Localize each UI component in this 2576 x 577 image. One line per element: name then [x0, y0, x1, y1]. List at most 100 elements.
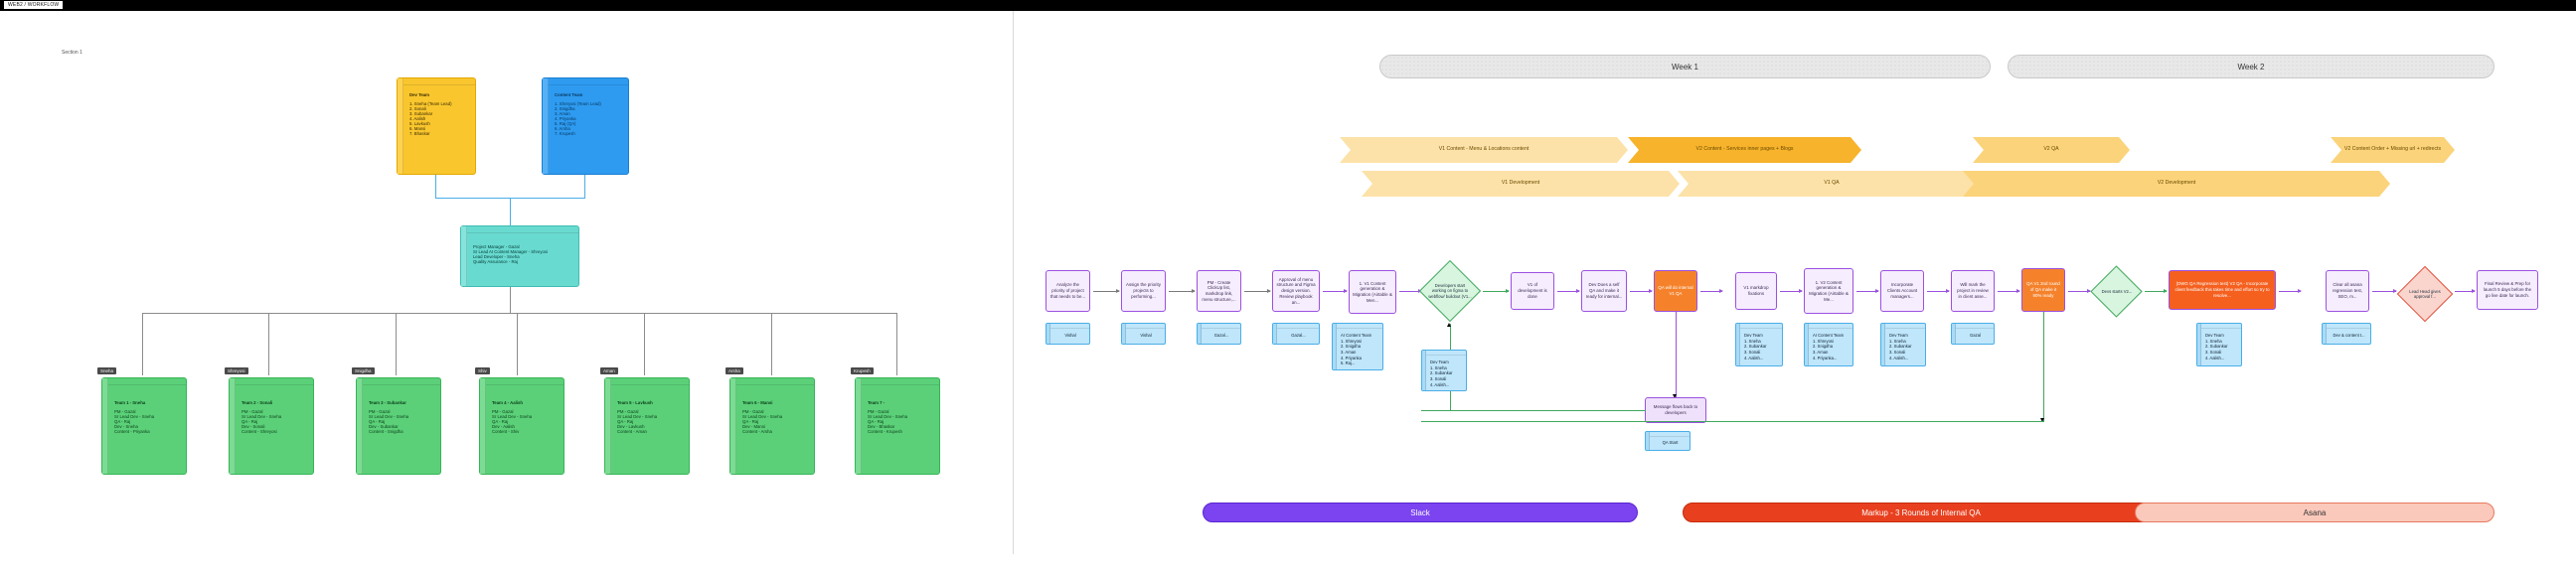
flow-arrow	[1244, 288, 1271, 293]
owner-card[interactable]: Gazal	[1951, 323, 1995, 345]
card-topline	[1050, 328, 1089, 329]
flow-node-message-back[interactable]: Message flows back to developers	[1645, 397, 1706, 423]
tool-pill-slack[interactable]: Slack	[1203, 503, 1638, 522]
week-1-bar[interactable]: Week 1	[1379, 55, 1991, 78]
owner-card[interactable]: Gazal...	[1272, 323, 1320, 345]
decision-dev-start[interactable]: Developers start working on figma to web…	[1418, 259, 1482, 323]
flow-node-final-review[interactable]: Final Review & Prep for launch 5 days be…	[2477, 270, 2538, 310]
team-title: Team 5 - Lavkush	[617, 400, 653, 405]
team-title: Team 2 - Sonali	[242, 400, 273, 405]
connector	[771, 313, 772, 375]
owner-card[interactable]: Vishal	[1046, 323, 1090, 345]
flow-node-v2-content-gen[interactable]: 1. V2 Content generation & Migration (Ai…	[1804, 268, 1853, 314]
flow-node-internal-v1-qa[interactable]: QA will do internal V1 QA	[1654, 270, 1697, 312]
flow-node-incorporate-clients[interactable]: Incorporate Clients Account managers...	[1880, 270, 1924, 312]
section-label: Section 1	[62, 50, 82, 56]
card-spine	[1422, 351, 1426, 390]
team-line: Dev - Sonali	[242, 424, 265, 429]
owner-line: 3. Sonali	[2205, 350, 2222, 356]
chevron-v1-development[interactable]: V1 Development	[1362, 171, 1680, 197]
pill-label: Asana	[2303, 507, 2327, 517]
team-line: Sr Lead Dev - Sneha	[114, 414, 155, 419]
chevron-label: V1 QA	[1824, 180, 1840, 187]
decision-label: Developers start working on figma to web…	[1428, 282, 1472, 299]
team-card[interactable]: Team 2 - Sonali PM - Gazal Sr Lead Dev -…	[229, 377, 314, 475]
flow-node-assign[interactable]: Assign the priority projects to performi…	[1121, 270, 1166, 312]
owner-card[interactable]: Dev Team 1. Sneha 2. Subankar 3. Sonali …	[2196, 323, 2242, 366]
team-card[interactable]: Team 6 - Mansi PM - Gazal Sr Lead Dev - …	[729, 377, 815, 475]
owner-label: QA Start	[1662, 440, 1679, 446]
owner-title: AI Content Team	[1341, 333, 1372, 338]
node-label: QA V1 2nd round of QA make it 90% ready	[2026, 281, 2060, 298]
team-line: PM - Gazal	[114, 409, 136, 414]
flow-node-analyze[interactable]: Analyze the priority of project that nee…	[1046, 270, 1090, 312]
owner-card[interactable]: AI Content Team 1. Shreyosi 2. Snigdha 3…	[1332, 323, 1383, 370]
chevron-v2-qa[interactable]: V2 QA	[1973, 137, 2130, 163]
team-line: Dev - Mansi	[742, 424, 765, 429]
decision-lead-head-approval[interactable]: Lead Head gives approval f...	[2396, 265, 2454, 323]
flow-node-dwg-regression[interactable]: (DWG QA Regression test) V2 QA - Incorpo…	[2169, 270, 2276, 310]
flow-arrow	[1700, 288, 1723, 293]
team-tag: Shiv	[475, 367, 490, 374]
flow-node-pm-create[interactable]: PM - Create ClickUp list, markdrop link,…	[1197, 270, 1241, 312]
owner-card[interactable]: Vishal	[1121, 323, 1166, 345]
owner-card[interactable]: QA Start	[1645, 431, 1690, 451]
team-line: Dev - Lavkush	[617, 424, 645, 429]
card-topline	[236, 384, 313, 385]
week-2-bar[interactable]: Week 2	[2008, 55, 2495, 78]
connector	[142, 313, 143, 375]
team-title: Team 6 - Mansi	[742, 400, 773, 405]
owner-card[interactable]: Dev Team 1. Sneha 2. Subankar 3. Sonali …	[1735, 323, 1783, 366]
card-spine	[730, 378, 736, 474]
chevron-v2-development[interactable]: V2 Development	[1963, 171, 2390, 197]
card-topline	[403, 84, 475, 85]
owner-card[interactable]: Dev Team 1. Sneha 2. Subankar 3. Sonali …	[1880, 323, 1926, 366]
leadership-line: Lead Developer - Sneha	[473, 254, 520, 259]
dev-team-card[interactable]: Dev Team 1. Sneha (Team Lead) 2. Sonali …	[397, 77, 476, 175]
owner-line: 4. Aalish...	[2205, 355, 2225, 361]
card-spine	[1805, 324, 1809, 365]
team-card[interactable]: Team 1 - Sneha PM - Gazal Sr Lead Dev - …	[101, 377, 187, 475]
team-card[interactable]: Team 7 - PM - Gazal Sr Lead Dev - Sneha …	[855, 377, 940, 475]
flow-node-v1-markdrop[interactable]: V1 markdrop fixations	[1735, 272, 1777, 310]
team-line: Sr Lead Dev - Sneha	[617, 414, 658, 419]
dev-team-member: 4. Aalish	[409, 116, 426, 121]
tool-pill-asana[interactable]: Asana	[2135, 503, 2495, 522]
week-1-label: Week 1	[1672, 62, 1698, 72]
card-topline	[467, 232, 578, 233]
leadership-line: Quality Assurance - Raj	[473, 259, 518, 264]
flow-node-qa-v1-2nd-round[interactable]: QA V1 2nd round of QA make it 90% ready	[2021, 268, 2065, 312]
owner-line: 1. Sneha	[1430, 364, 1447, 370]
content-team-title: Content Team	[555, 92, 583, 97]
decision-devs-start-v2[interactable]: Devs starts V2...	[2090, 265, 2143, 318]
flow-node-mark-in-review[interactable]: Will mark the project in review in clien…	[1951, 270, 1995, 312]
flow-node-v1-done[interactable]: V1 of development is done	[1511, 272, 1554, 310]
owner-card[interactable]: AI Content Team 1. Shreyosi 2. Snigdha 3…	[1804, 323, 1853, 366]
team-line: QA - Raj	[742, 419, 759, 424]
tool-pill-markup[interactable]: Markup - 3 Rounds of Internal QA	[1683, 503, 2160, 522]
flow-node-v1-content-gen[interactable]: 1. V1 Content generation & Migration (Ai…	[1349, 270, 1396, 314]
chevron-v2-content[interactable]: V2 Content - Services inner pages + Blog…	[1628, 137, 1861, 163]
team-line: Sr Lead Dev - Sneha	[868, 414, 908, 419]
owner-card[interactable]: Gazal...	[1197, 323, 1241, 345]
chevron-v1-content[interactable]: V1 Content - Menu & Locations content	[1340, 137, 1628, 163]
team-card[interactable]: Team 3 - Subankar PM - Gazal Sr Lead Dev…	[356, 377, 441, 475]
flow-arrow	[1856, 288, 1879, 293]
leadership-card[interactable]: Project Manager - Gazal Sr Lead AI Conte…	[460, 225, 579, 287]
team-tag: Snigdha	[352, 367, 375, 374]
owner-card[interactable]: Dev Team 1. Sneha 2. Subankar 3. Sonali …	[1421, 350, 1467, 391]
flow-node-clear-regression[interactable]: Clear all asana regression test, SEO, m.…	[2326, 270, 2369, 312]
card-spine	[1046, 324, 1050, 344]
flow-node-approval[interactable]: Approval of menu structure and Figma des…	[1272, 270, 1320, 312]
owner-card[interactable]: Dev & content t...	[2322, 323, 2371, 345]
flow-node-dev-self-qa[interactable]: Dev Does a self QA and make it ready for…	[1581, 270, 1627, 312]
content-team-member: 2. Snigdha	[555, 106, 575, 111]
team-line: Content - Krupesh	[868, 429, 902, 434]
team-card[interactable]: Team 5 - Lavkush PM - Gazal Sr Lead Dev …	[604, 377, 690, 475]
chevron-v1-qa[interactable]: V1 QA	[1678, 171, 1986, 197]
chevron-v2-content-order[interactable]: V2 Content Order + Missing url + redirec…	[2331, 137, 2455, 163]
content-team-card[interactable]: Content Team 1. Shreyosi (Team Lead) 2. …	[542, 77, 629, 175]
card-spine	[230, 378, 236, 474]
team-card[interactable]: Team 4 - Aalish PM - Gazal Sr Lead Dev -…	[479, 377, 564, 475]
team-title: Team 1 - Sneha	[114, 400, 146, 405]
